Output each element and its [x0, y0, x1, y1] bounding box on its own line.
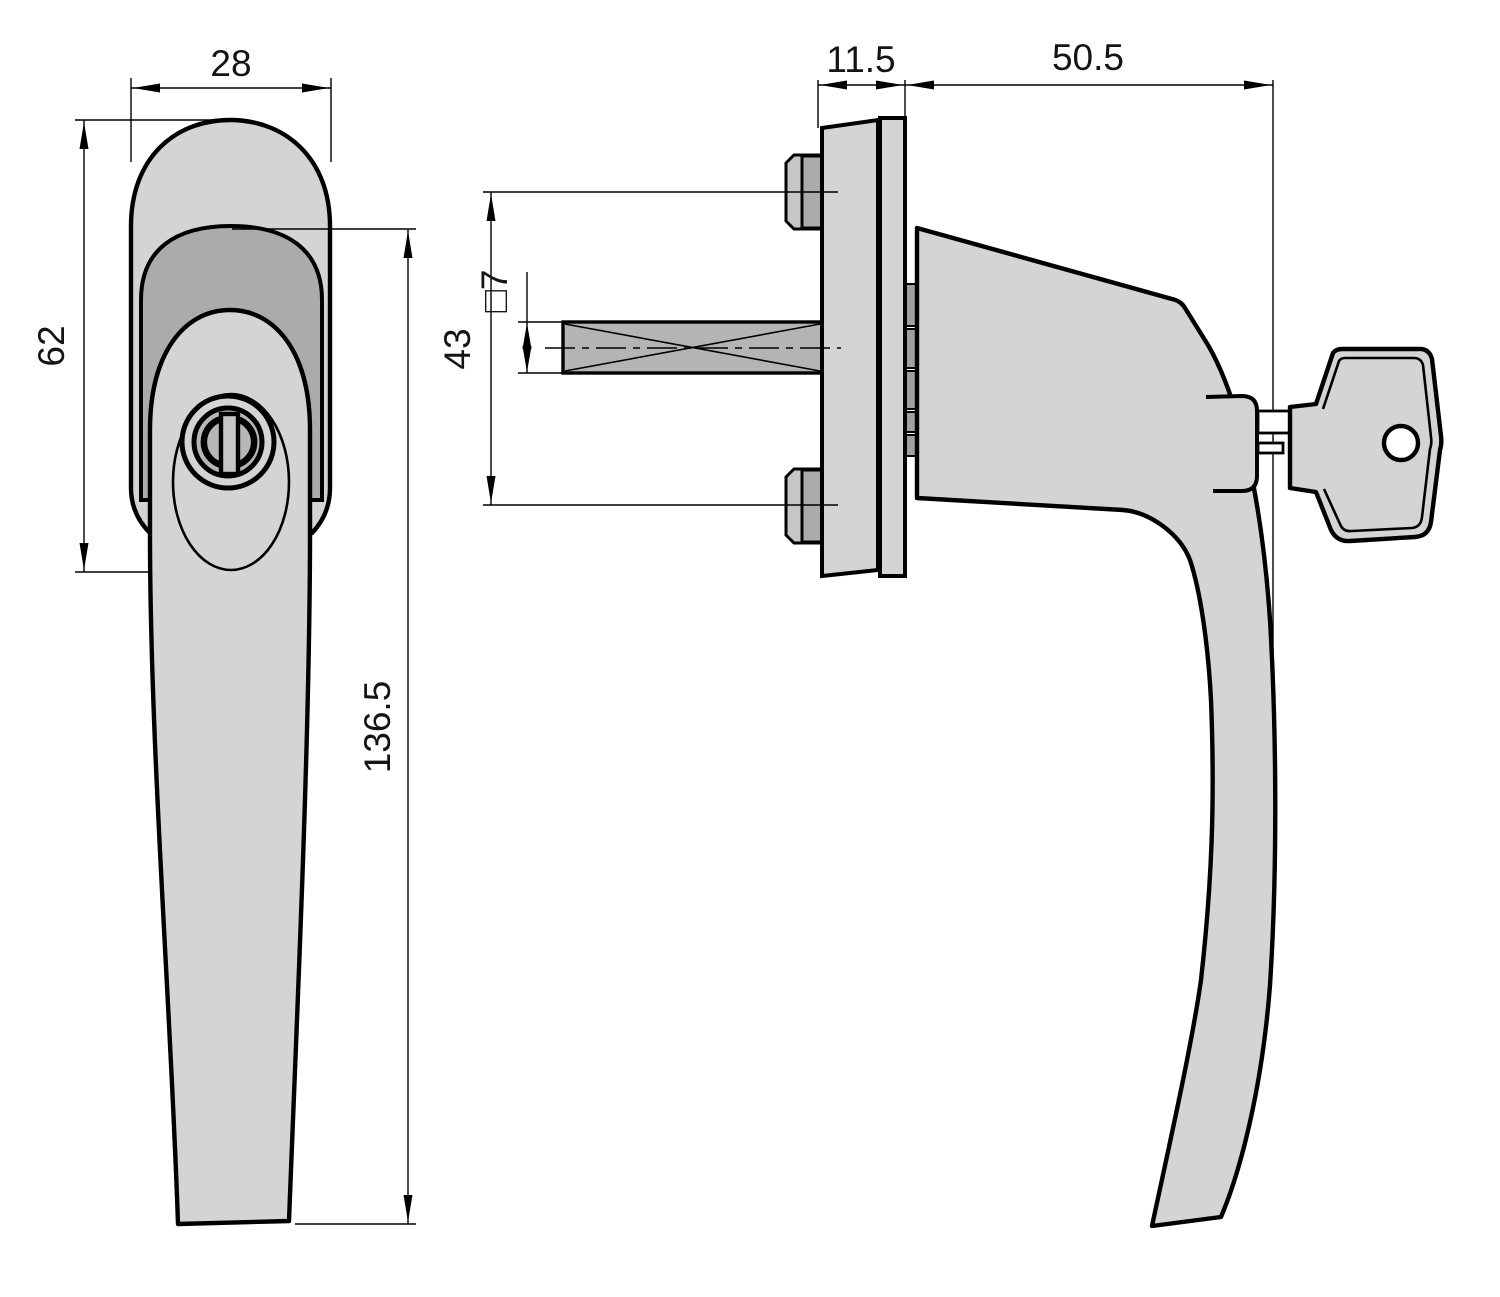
key-hole: [1381, 423, 1421, 463]
dim-7-label: □7: [474, 270, 515, 313]
dim-136-arrow-bottom: [403, 1195, 413, 1222]
cylinder-left-arc: [200, 415, 223, 469]
front-view-dimensions: 28 62 136.5: [31, 43, 416, 1225]
cylinder-right-arc: [235, 415, 258, 469]
dim-43-label: 43: [437, 328, 478, 369]
dim-11-arrow-right: [876, 80, 903, 90]
dim-11-arrow-left: [820, 80, 847, 90]
dim-136-label: 136.5: [357, 681, 398, 774]
dim-7-arrow-down: [522, 346, 532, 372]
side-view: [561, 80, 1444, 1229]
dim-62-arrow-bottom: [79, 543, 89, 570]
dim-43-arrow-top: [486, 194, 496, 221]
rosette-plate-side: [820, 117, 880, 579]
dim-28-arrow-right: [302, 83, 329, 93]
dim-7-arrow-up: [522, 323, 532, 349]
dim-136-arrow-top: [403, 231, 413, 258]
dim-43-arrow-bottom: [486, 476, 496, 503]
dim-28-arrow-left: [133, 83, 160, 93]
spindle-diagonal-2: [564, 323, 821, 372]
grip-front: [147, 307, 313, 1227]
bolt-bottom-shank: [800, 468, 824, 544]
dim-62-arrow-top: [79, 122, 89, 149]
side-view-dimensions: 43 □7 11.5 50.5: [437, 37, 1273, 506]
dim-62-label: 62: [31, 325, 72, 366]
dim-11-label: 11.5: [826, 39, 895, 80]
key-bit-upper: [1256, 409, 1292, 435]
handle-side-body: [914, 225, 1278, 1229]
key-slot: [218, 411, 241, 477]
dim-50-arrow-left: [907, 80, 934, 90]
key: [1256, 346, 1444, 544]
dim-50-arrow-right: [1244, 80, 1271, 90]
key-bit-lower: [1256, 441, 1285, 455]
cover-plate-side: [878, 116, 907, 578]
front-view: [128, 117, 333, 1227]
dim-50-label: 50.5: [1052, 37, 1124, 78]
key-bow-inner-line: [1321, 356, 1433, 533]
dim-28-label: 28: [210, 43, 251, 84]
cylinder-housing-fill: [1204, 396, 1257, 491]
